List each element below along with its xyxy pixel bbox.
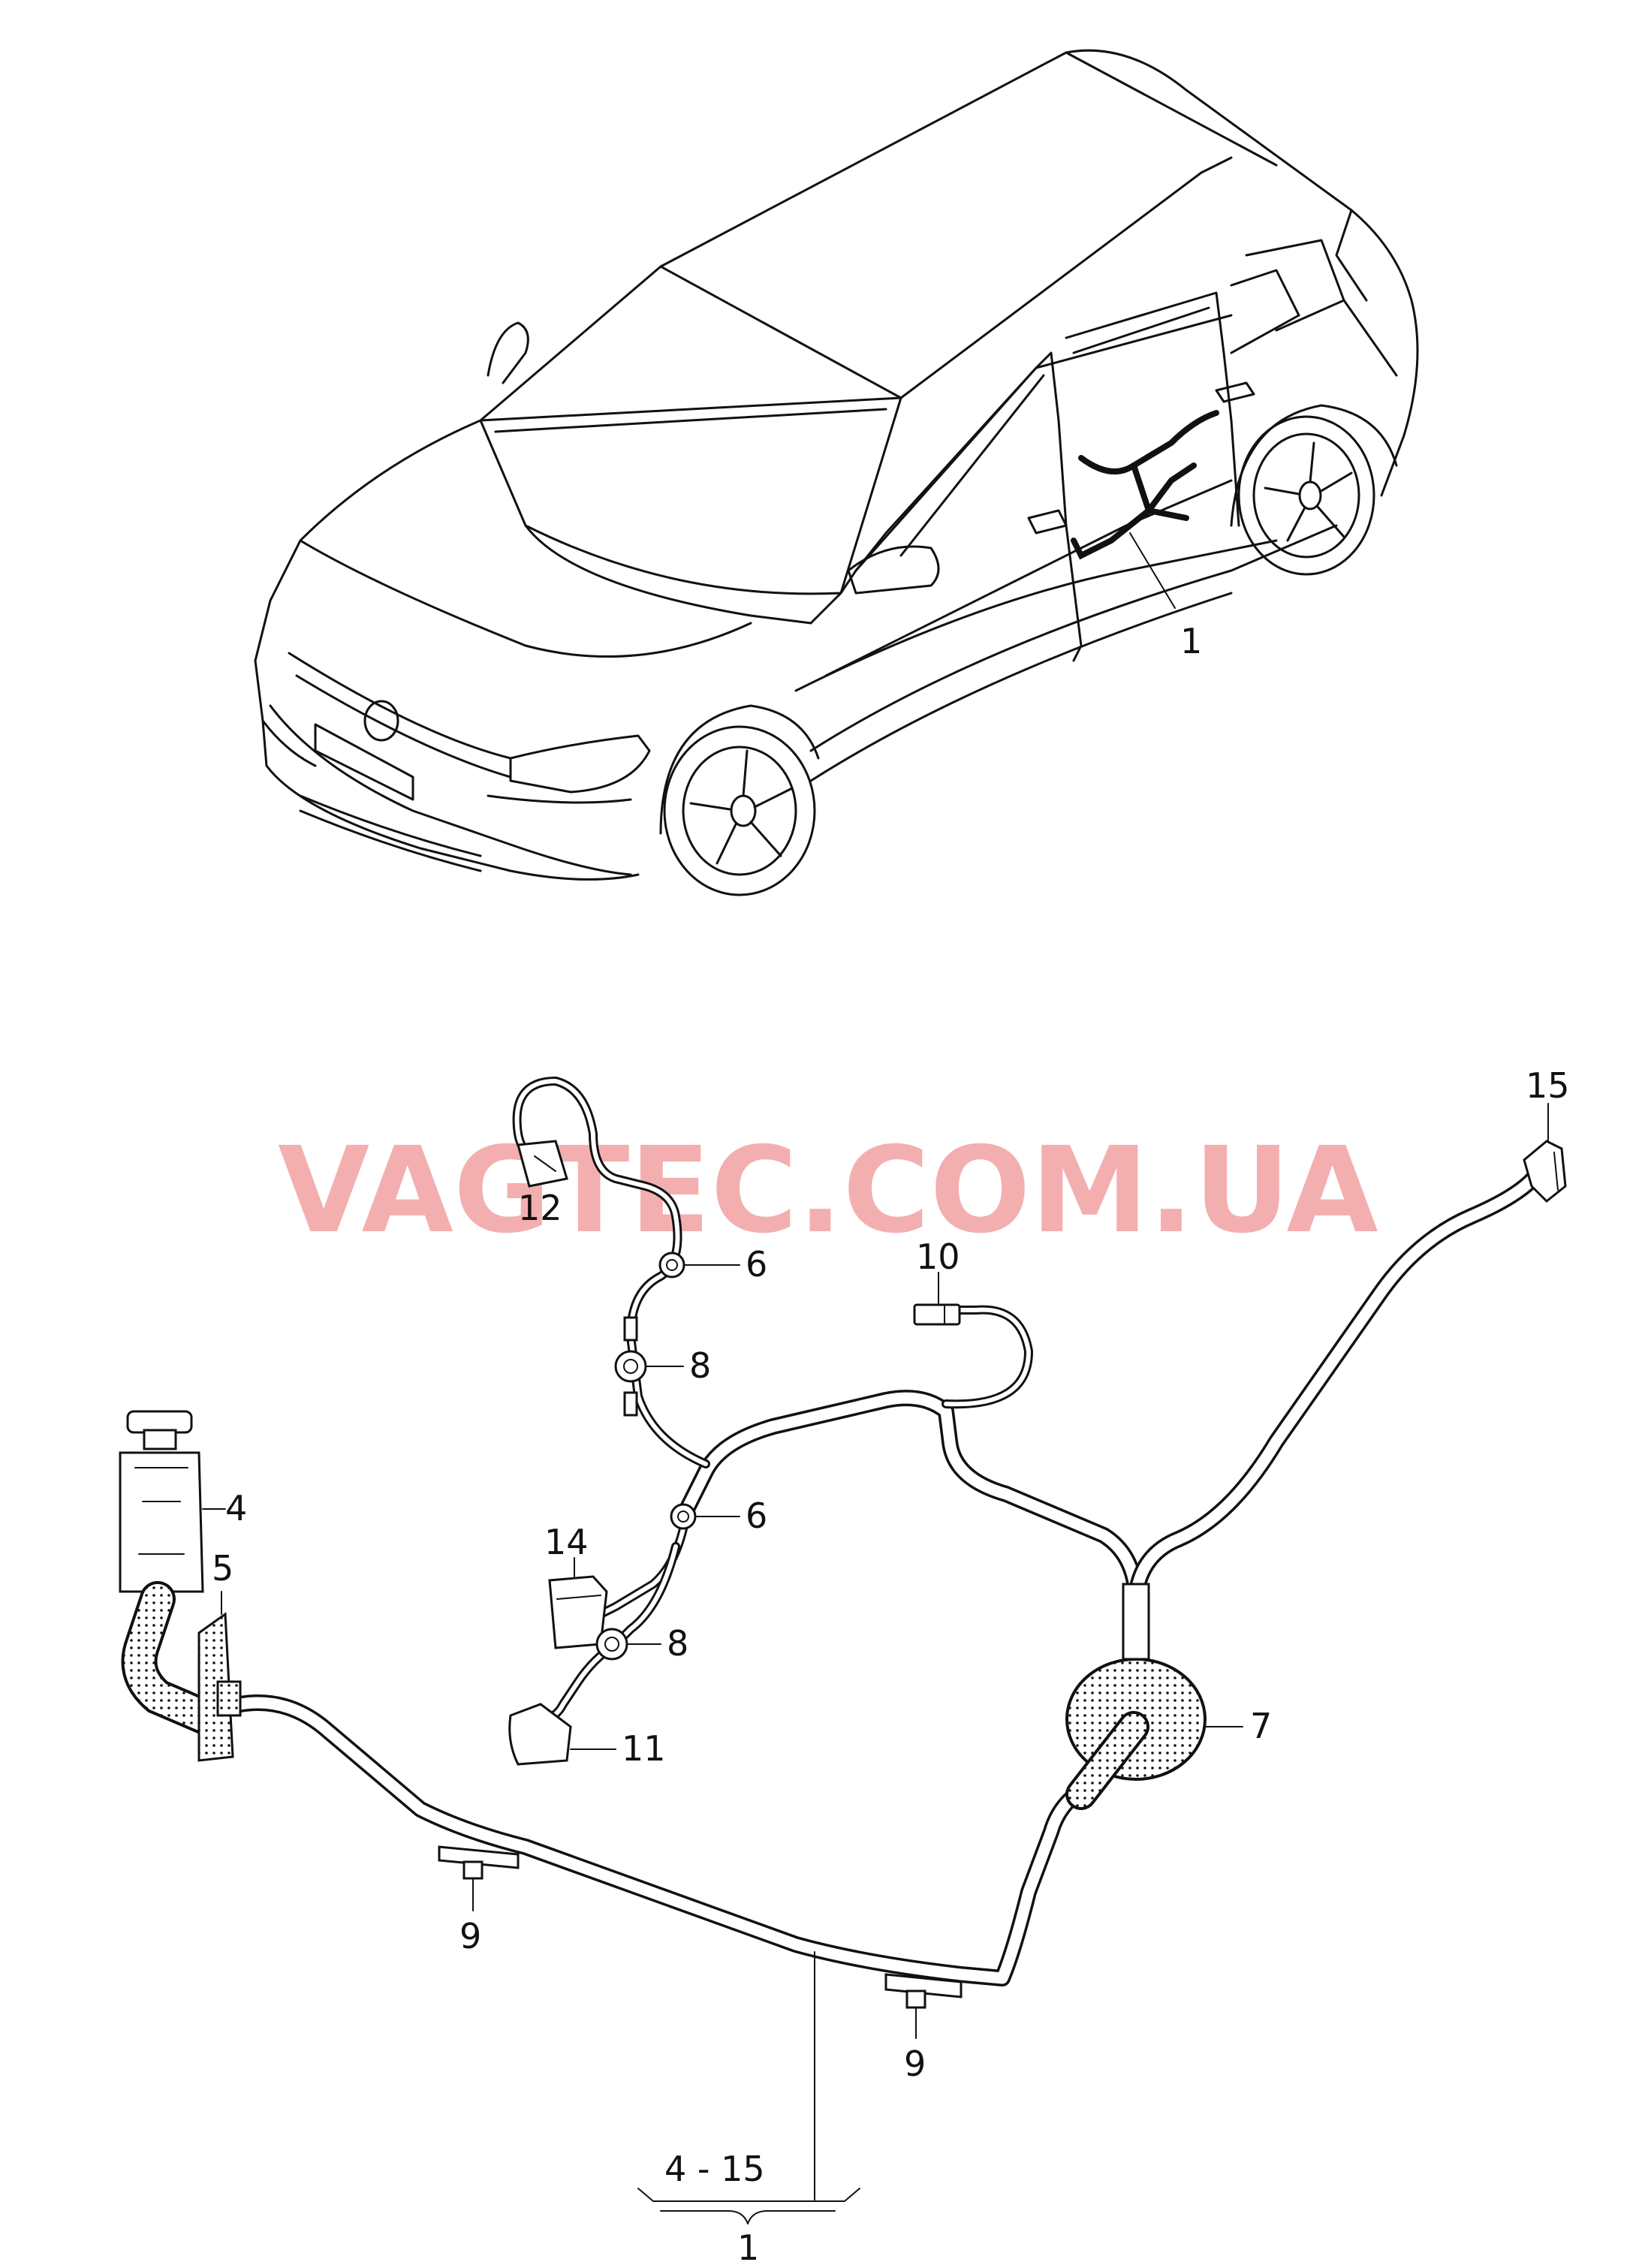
callout-6-upper: 6: [746, 1244, 767, 1285]
watermark: VAGTEC.COM.UA: [278, 1122, 1378, 1260]
callout-9-left: 9: [459, 1916, 481, 1956]
callout-10: 10: [916, 1236, 960, 1277]
connector-14: [548, 1575, 608, 1649]
callout-5: 5: [212, 1548, 233, 1589]
callout-7: 7: [1250, 1706, 1272, 1746]
clip-6-upper: [658, 1251, 685, 1279]
callout-8-upper: 8: [689, 1345, 711, 1386]
callout-8-lower: 8: [667, 1623, 688, 1664]
holder-9-left: [438, 1845, 520, 1869]
clip-6-lower: [670, 1503, 697, 1530]
connector-12: [517, 1140, 568, 1188]
callout-12: 12: [518, 1188, 562, 1228]
callout-4: 4: [225, 1488, 247, 1529]
callout-6-lower: 6: [746, 1495, 767, 1536]
bracket-5: [197, 1612, 234, 1762]
callout-9-right: 9: [904, 2044, 926, 2084]
car-illustration: [254, 49, 1419, 896]
callout-15: 15: [1526, 1065, 1570, 1106]
callout-1-car: 1: [1180, 621, 1202, 661]
callout-1-bottom: 1: [737, 2227, 759, 2268]
callout-11: 11: [622, 1728, 666, 1769]
clip-8-upper: [614, 1350, 647, 1383]
callout-range-4-15: 4 - 15: [664, 2149, 765, 2189]
connector-11: [508, 1703, 572, 1766]
wiring-harness: [119, 1077, 1567, 2224]
connector-10: [913, 1303, 961, 1326]
callout-14: 14: [544, 1522, 589, 1562]
clip-8-lower: [595, 1628, 628, 1661]
holder-9-right: [884, 1973, 963, 1998]
